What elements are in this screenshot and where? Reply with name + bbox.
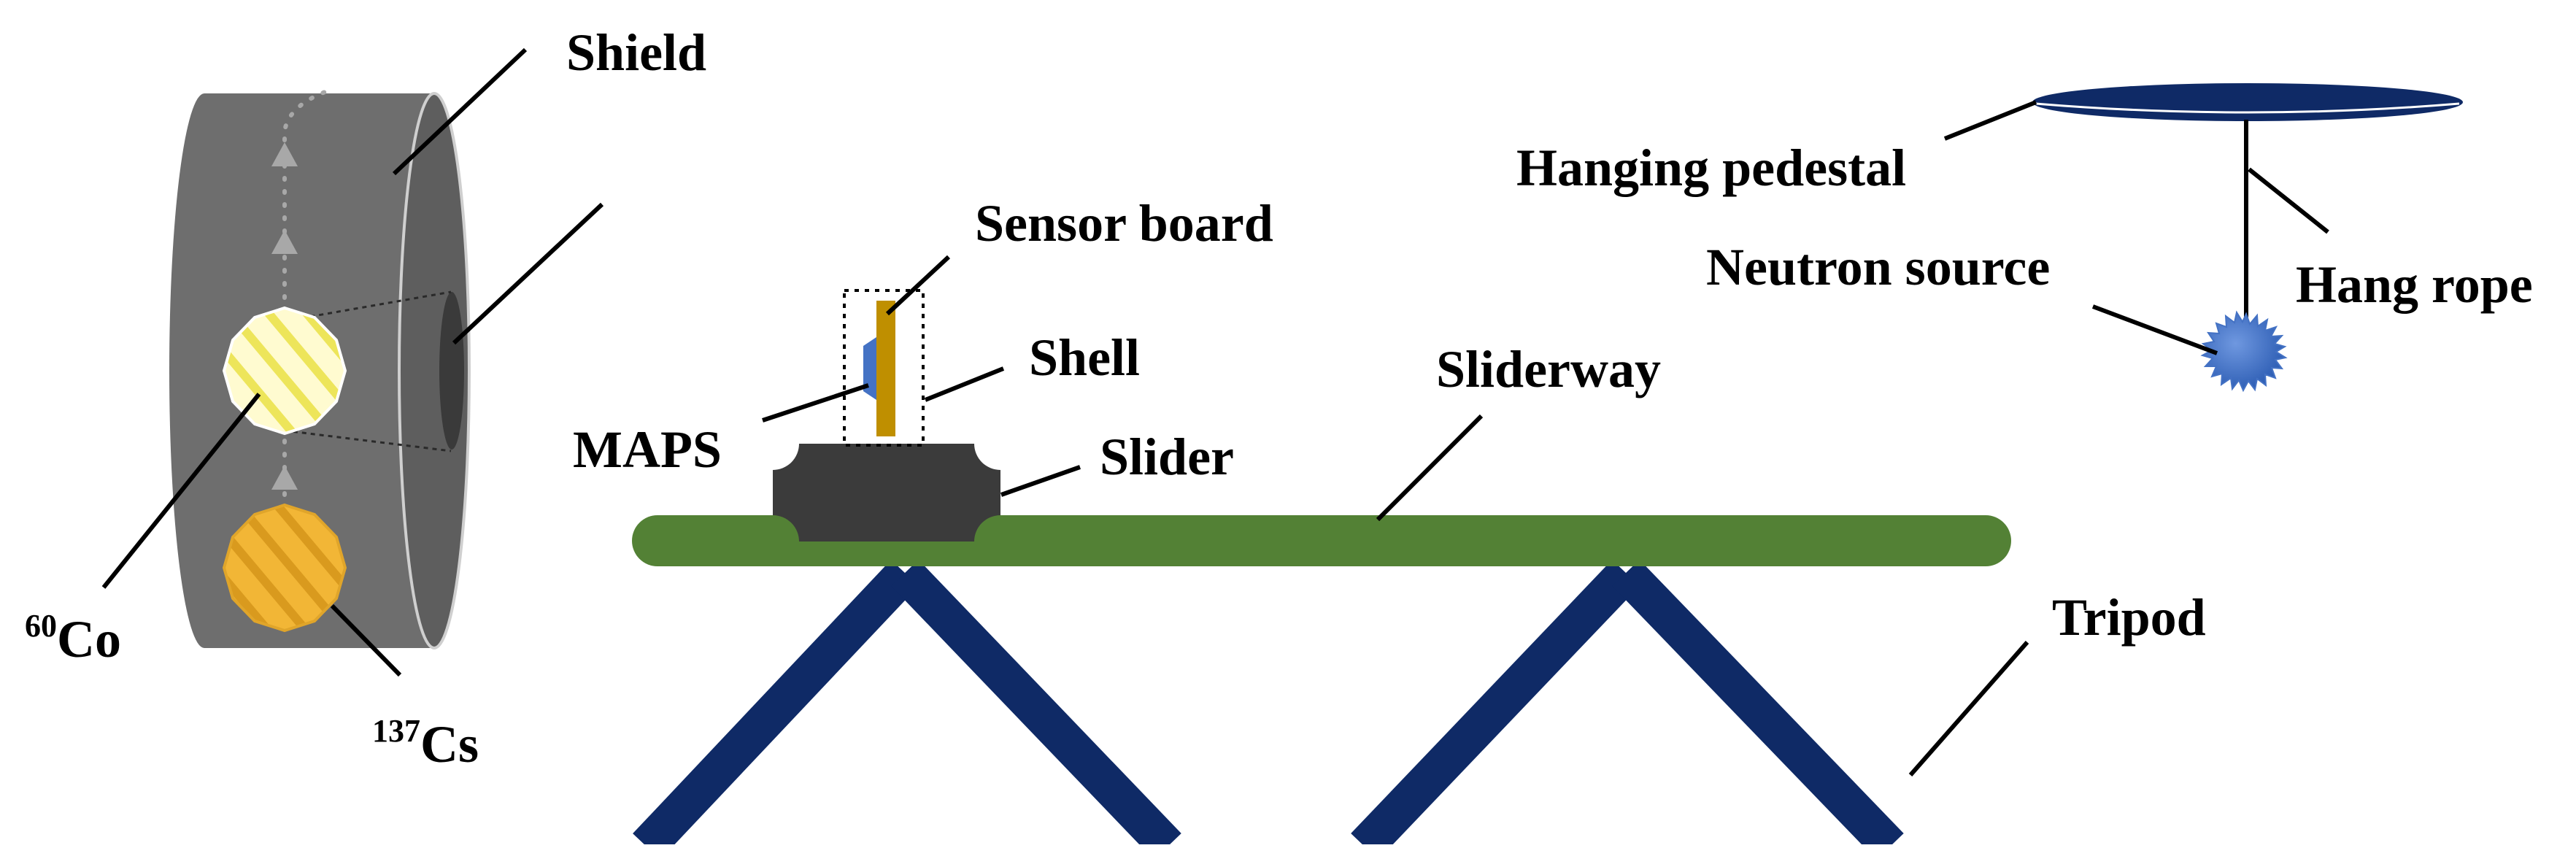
sliderway-leader <box>1376 414 1484 522</box>
neutron-source-label: Neutron source <box>1706 238 2050 296</box>
projection-line-bottom <box>284 429 452 452</box>
maps-chip <box>863 337 876 400</box>
sliderway-label: Sliderway <box>1436 340 1661 398</box>
tripod-leg <box>891 559 1181 848</box>
cs137-label: 137Cs <box>372 713 479 774</box>
cs137-symbol: Cs <box>420 715 479 774</box>
shield-label: Shield <box>566 23 706 82</box>
shield-face <box>398 92 471 650</box>
tripod-leg <box>633 560 919 848</box>
hole-leader <box>452 202 604 345</box>
spiky-sphere-icon <box>2200 310 2288 393</box>
hang-rope-leader <box>2248 167 2329 234</box>
maps-label: MAPS <box>573 420 722 479</box>
arrowhead-icon <box>271 230 298 254</box>
neutron-source <box>2200 310 2288 393</box>
cs137-leader <box>330 604 402 677</box>
tripod-leg <box>1612 559 1904 848</box>
arrowhead-icon <box>271 142 298 166</box>
pedestal-disc <box>2032 83 2463 121</box>
sensor-board-leader <box>885 255 951 316</box>
tripod <box>633 559 1904 848</box>
shield-hole <box>439 292 464 450</box>
hanging-pedestal <box>2032 83 2463 121</box>
sensor-board-label: Sensor board <box>975 194 1273 253</box>
slider-block <box>773 444 1000 541</box>
shell-leader <box>924 366 1005 402</box>
co60-label: 60Co <box>25 608 121 668</box>
tripod-leader <box>1908 641 2029 776</box>
tripod-leg <box>1351 560 1640 848</box>
shell-outline <box>843 289 925 447</box>
hatched-disc-icon <box>222 503 347 633</box>
hang-rope-label: Hang rope <box>2296 255 2533 314</box>
sensor-board <box>876 301 895 436</box>
cs137-source <box>222 503 347 633</box>
co60-leader <box>101 393 261 589</box>
arrowhead-icon <box>271 466 298 490</box>
maps-leader <box>762 383 869 423</box>
shell-label: Shell <box>1029 328 1140 387</box>
co60-mass-number: 60 <box>25 608 57 644</box>
slider-leader <box>1000 465 1081 497</box>
hanging-pedestal-leader <box>1943 100 2037 141</box>
hanging-pedestal-label: Hanging pedestal <box>1516 139 1906 197</box>
shield-leader <box>392 47 528 176</box>
slider-label: Slider <box>1100 428 1234 486</box>
pedestal-edge-highlight <box>2035 102 2460 114</box>
co60-symbol: Co <box>57 610 121 668</box>
cs137-mass-number: 137 <box>372 713 420 749</box>
tripod-label: Tripod <box>2052 588 2206 647</box>
neutron-source-leader <box>2091 304 2218 355</box>
